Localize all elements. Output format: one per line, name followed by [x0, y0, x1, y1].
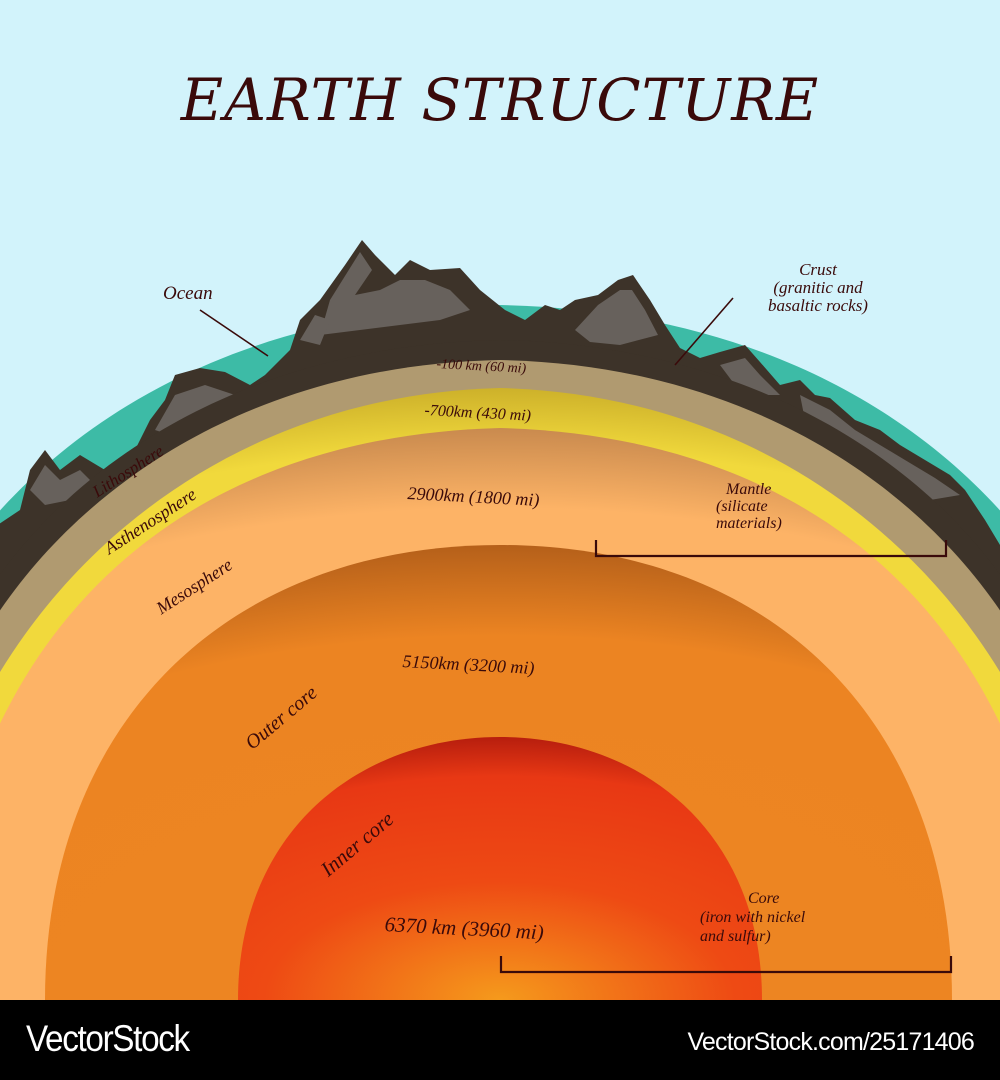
crust-title: Crust: [799, 260, 837, 279]
ocean-leader-line: [199, 309, 269, 357]
mantle-title: Mantle: [726, 481, 772, 498]
image-url: VectorStock.com/25171406: [687, 1028, 974, 1056]
core-line2: and sulfur): [700, 928, 771, 946]
crust-label: Crust (granitic and basaltic rocks): [738, 261, 898, 315]
page-title: EARTH STRUCTURE: [180, 66, 820, 134]
mantle-line2: materials): [716, 514, 782, 532]
crust-line2: basaltic rocks): [768, 295, 868, 315]
rock-highlights: [30, 252, 960, 505]
core-line1: (iron with nickel: [700, 909, 806, 927]
mantle-line1: (silicate: [716, 497, 768, 515]
mantle-bracket: [594, 540, 948, 558]
core-label: Core (iron with nickel and sulfur): [700, 889, 805, 947]
core-bracket: [499, 956, 953, 974]
footer-bar: VectorStock VectorStock.com/25171406: [0, 1000, 1000, 1080]
core-title: Core: [748, 890, 780, 907]
crust-leader-line: [674, 297, 734, 366]
inner-core-layer: [238, 737, 762, 1000]
ocean-label: Ocean: [163, 283, 213, 304]
brand-logo: VectorStock: [26, 1018, 190, 1059]
mantle-label: Mantle (silicate materials): [698, 481, 782, 532]
earth-structure-diagram: EARTH STRUCTURE Ocean Crust (granitic an…: [0, 66, 1000, 1000]
earth-cross-section: [0, 240, 1000, 1000]
crust-line1: (granitic and: [773, 277, 863, 297]
